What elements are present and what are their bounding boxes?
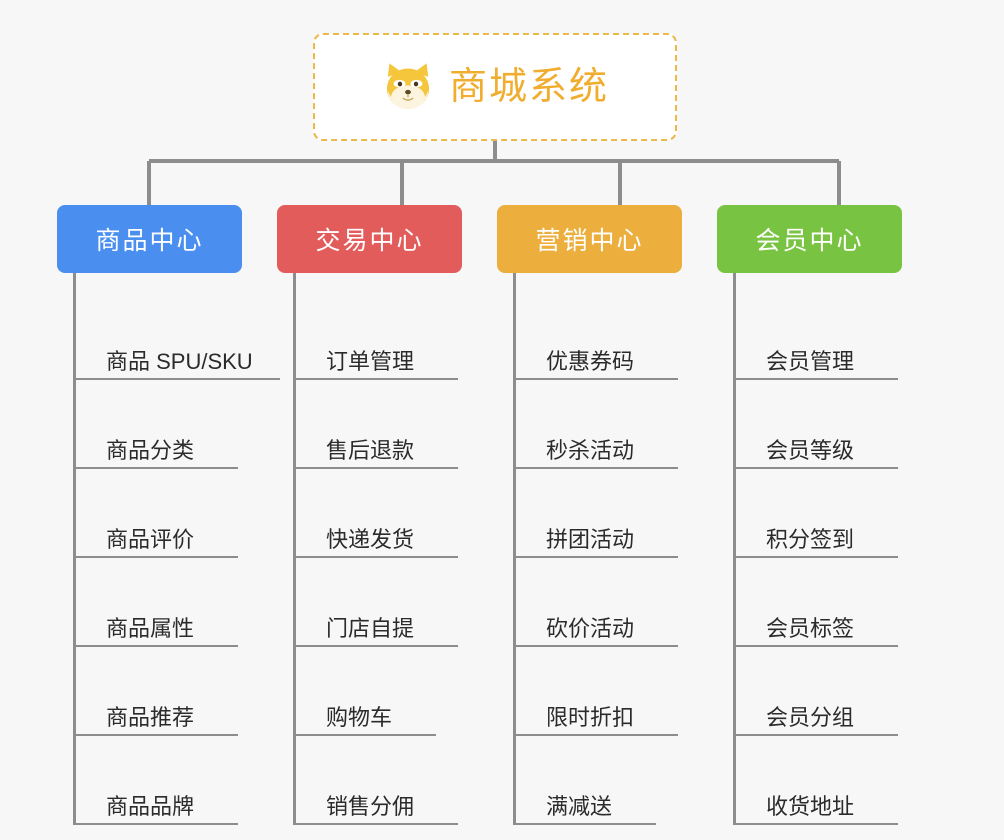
leaf-underline bbox=[516, 645, 678, 647]
leaf-label: 拼团活动 bbox=[546, 526, 635, 552]
leaf-underline bbox=[76, 645, 238, 647]
leaf-item[interactable]: 限时折扣 bbox=[516, 647, 717, 736]
leaf-underline bbox=[76, 556, 238, 558]
leaf-underline bbox=[516, 556, 678, 558]
root-title: 商城系统 bbox=[448, 66, 609, 108]
root-node[interactable]: 商城系统 bbox=[313, 33, 677, 141]
leaf-underline bbox=[736, 556, 898, 558]
leaf-underline bbox=[516, 378, 678, 380]
leaf-label: 满减送 bbox=[546, 793, 613, 819]
leaf-list: 会员管理 会员等级 积分签到 会员标签 会员分组 bbox=[733, 273, 937, 825]
leaf-item[interactable]: 商品属性 bbox=[76, 558, 277, 647]
category-label: 商品中心 bbox=[95, 227, 204, 255]
leaf-item[interactable]: 订单管理 bbox=[296, 291, 497, 380]
leaf-label: 商品推荐 bbox=[106, 704, 195, 730]
leaf-item[interactable]: 商品评价 bbox=[76, 469, 277, 558]
leaf-underline bbox=[736, 467, 898, 469]
leaf-item[interactable]: 商品推荐 bbox=[76, 647, 277, 736]
leaf-underline bbox=[296, 734, 436, 736]
leaf-underline bbox=[736, 823, 898, 825]
leaf-item[interactable]: 优惠券码 bbox=[516, 291, 717, 380]
leaf-item[interactable]: 秒杀活动 bbox=[516, 380, 717, 469]
leaf-label: 购物车 bbox=[326, 704, 393, 730]
shiba-dog-icon bbox=[386, 63, 430, 109]
category-label: 交易中心 bbox=[315, 227, 424, 255]
leaf-item[interactable]: 快递发货 bbox=[296, 469, 497, 558]
leaf-label: 快递发货 bbox=[326, 526, 415, 552]
leaf-label: 会员标签 bbox=[766, 615, 855, 641]
leaf-label: 限时折扣 bbox=[546, 704, 635, 730]
leaf-item[interactable]: 满减送 bbox=[516, 736, 717, 825]
category-header-交易中心[interactable]: 交易中心 bbox=[277, 205, 462, 273]
leaf-item[interactable]: 会员标签 bbox=[736, 558, 937, 647]
leaf-underline bbox=[516, 823, 656, 825]
category-column-交易中心: 交易中心 订单管理 售后退款 快递发货 门店自提 bbox=[277, 205, 497, 825]
leaf-item[interactable]: 门店自提 bbox=[296, 558, 497, 647]
leaf-item[interactable]: 销售分佣 bbox=[296, 736, 497, 825]
leaf-label: 门店自提 bbox=[326, 615, 415, 641]
leaf-item[interactable]: 商品 SPU/SKU bbox=[76, 291, 280, 380]
leaf-underline bbox=[296, 823, 458, 825]
leaf-label: 秒杀活动 bbox=[546, 437, 635, 463]
leaf-label: 砍价活动 bbox=[546, 615, 635, 641]
leaf-item[interactable]: 商品品牌 bbox=[76, 736, 277, 825]
leaf-label: 销售分佣 bbox=[326, 793, 415, 819]
leaf-underline bbox=[296, 378, 458, 380]
leaf-label: 订单管理 bbox=[326, 348, 415, 374]
leaf-underline bbox=[516, 734, 678, 736]
leaf-item[interactable]: 会员管理 bbox=[736, 291, 937, 380]
leaf-underline bbox=[736, 378, 898, 380]
leaf-item[interactable]: 商品分类 bbox=[76, 380, 277, 469]
leaf-underline bbox=[76, 734, 238, 736]
leaf-underline bbox=[736, 734, 898, 736]
leaf-list: 优惠券码 秒杀活动 拼团活动 砍价活动 限时折扣 bbox=[513, 273, 717, 825]
leaf-label: 商品分类 bbox=[106, 437, 195, 463]
leaf-underline bbox=[296, 645, 458, 647]
leaf-underline bbox=[76, 378, 280, 380]
category-column-商品中心: 商品中心 商品 SPU/SKU 商品分类 商品评价 商品属性 bbox=[57, 205, 280, 825]
leaf-item[interactable]: 会员等级 bbox=[736, 380, 937, 469]
category-column-营销中心: 营销中心 优惠券码 秒杀活动 拼团活动 砍价活动 bbox=[497, 205, 717, 825]
leaf-underline bbox=[76, 467, 238, 469]
category-header-会员中心[interactable]: 会员中心 bbox=[717, 205, 902, 273]
leaf-label: 收货地址 bbox=[766, 793, 855, 819]
leaf-item[interactable]: 砍价活动 bbox=[516, 558, 717, 647]
category-column-会员中心: 会员中心 会员管理 会员等级 积分签到 会员标签 bbox=[717, 205, 937, 825]
leaf-label: 商品属性 bbox=[106, 615, 195, 641]
leaf-list: 订单管理 售后退款 快递发货 门店自提 购物车 bbox=[293, 273, 497, 825]
leaf-underline bbox=[296, 467, 458, 469]
leaf-label: 售后退款 bbox=[326, 437, 415, 463]
leaf-item[interactable]: 积分签到 bbox=[736, 469, 937, 558]
leaf-item[interactable]: 会员分组 bbox=[736, 647, 937, 736]
leaf-item[interactable]: 拼团活动 bbox=[516, 469, 717, 558]
leaf-label: 积分签到 bbox=[766, 526, 855, 552]
leaf-item[interactable]: 售后退款 bbox=[296, 380, 497, 469]
leaf-underline bbox=[76, 823, 238, 825]
category-header-商品中心[interactable]: 商品中心 bbox=[57, 205, 242, 273]
leaf-item[interactable]: 购物车 bbox=[296, 647, 497, 736]
category-label: 会员中心 bbox=[755, 227, 864, 255]
leaf-label: 会员管理 bbox=[766, 348, 855, 374]
leaf-underline bbox=[296, 556, 458, 558]
leaf-label: 商品 SPU/SKU bbox=[106, 348, 253, 374]
leaf-label: 会员等级 bbox=[766, 437, 855, 463]
leaf-label: 商品评价 bbox=[106, 526, 195, 552]
leaf-list: 商品 SPU/SKU 商品分类 商品评价 商品属性 商品推荐 bbox=[73, 273, 280, 825]
leaf-underline bbox=[736, 645, 898, 647]
leaf-label: 会员分组 bbox=[766, 704, 855, 730]
leaf-item[interactable]: 收货地址 bbox=[736, 736, 937, 825]
category-header-营销中心[interactable]: 营销中心 bbox=[497, 205, 682, 273]
leaf-label: 商品品牌 bbox=[106, 793, 195, 819]
leaf-label: 优惠券码 bbox=[546, 348, 635, 374]
leaf-underline bbox=[516, 467, 678, 469]
category-label: 营销中心 bbox=[535, 227, 644, 255]
